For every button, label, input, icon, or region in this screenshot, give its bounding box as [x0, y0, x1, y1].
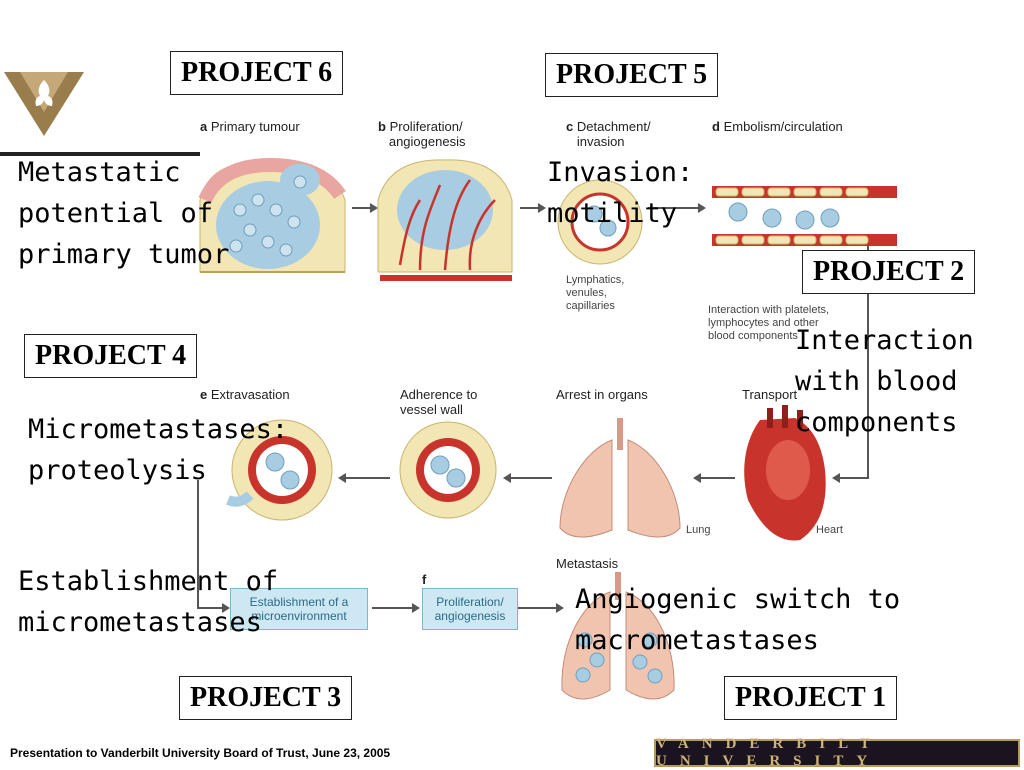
- stage-metastasis-label: Metastasis: [556, 556, 619, 571]
- lung-label: Lung: [686, 524, 711, 536]
- project-2-label: PROJECT 2: [802, 250, 976, 294]
- metastasis-lung-illustration: [561, 572, 675, 700]
- circulation-vessel-illustration: [712, 186, 897, 246]
- stage-d-label: d Embolism/circulation: [712, 119, 843, 134]
- heart-illustration: [744, 405, 826, 541]
- micrometastases-annotation: Micrometastases:proteolysis: [28, 414, 289, 486]
- primary-tumour-illustration: [198, 157, 346, 273]
- proliferation-box: Proliferation/angiogenesis: [422, 588, 518, 630]
- project-5-label: PROJECT 5: [545, 53, 719, 97]
- stage-f-label: f: [422, 572, 427, 587]
- project-4-label: PROJECT 4: [24, 334, 198, 378]
- blood-interaction-label: Interaction with platelets,lymphocytes a…: [708, 304, 830, 342]
- flow-connector: [197, 480, 222, 609]
- extravasation-illustration: [226, 419, 333, 521]
- stage-arrest-label: Arrest in organs: [556, 387, 648, 402]
- stage-a-label: a Primary tumour: [200, 119, 300, 134]
- vanderbilt-logo: [4, 72, 84, 136]
- project-1-label: PROJECT 1: [724, 676, 898, 720]
- stage-e-label: e Extravasation: [200, 387, 290, 402]
- logo-divider: [0, 152, 200, 156]
- stage-b-label: b Proliferation/ angiogenesis: [378, 119, 466, 149]
- lung-illustration: [559, 418, 681, 538]
- stage-c-label: c Detachment/ invasion: [566, 119, 651, 149]
- adherence-illustration: [399, 421, 497, 519]
- invasion-illustration: [557, 179, 643, 265]
- project-3-label: PROJECT 3: [179, 676, 353, 720]
- footer-caption: Presentation to Vanderbilt University Bo…: [10, 746, 391, 760]
- flow-connector: [838, 246, 869, 479]
- angiogenesis-illustration: [377, 159, 513, 281]
- project-6-label: PROJECT 6: [170, 51, 344, 95]
- vanderbilt-wordmark: VANDERBILT UNIVERSITY: [654, 736, 1020, 769]
- invasion-annotation: Invasion:motility: [547, 157, 694, 229]
- heart-label: Heart: [816, 524, 843, 536]
- stage-transport-label: Transport: [742, 387, 798, 402]
- lymphatics-label: Lymphatics,venules,capillaries: [566, 274, 625, 312]
